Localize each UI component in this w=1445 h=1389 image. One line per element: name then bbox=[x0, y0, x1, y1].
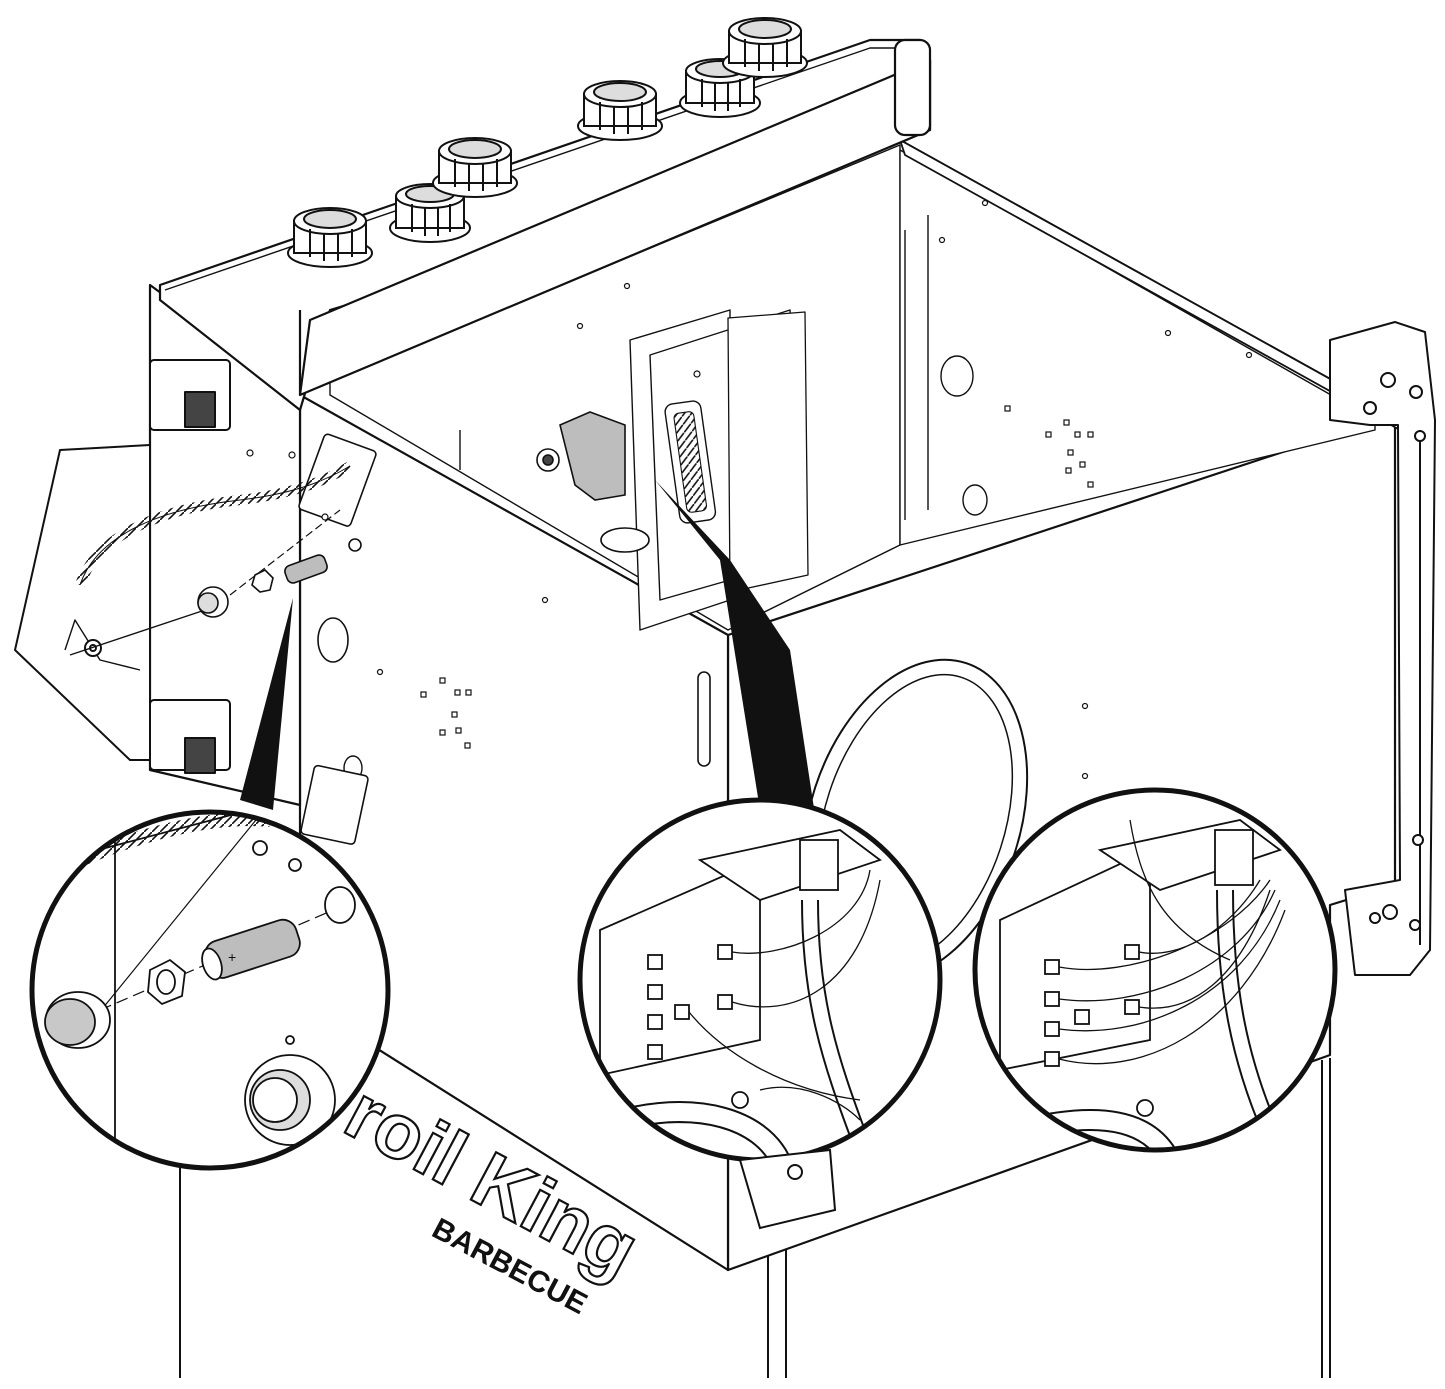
end-cap-bracket bbox=[1329, 321, 1436, 976]
electrode-wiring-after-detail bbox=[972, 787, 1338, 1153]
knob-1-icon bbox=[287, 207, 373, 268]
svg-text:+: + bbox=[228, 949, 236, 965]
knob-3-icon bbox=[432, 137, 518, 198]
control-knobs bbox=[287, 17, 808, 268]
firebox bbox=[148, 139, 1401, 1272]
igniter-knob-icon bbox=[244, 1054, 336, 1146]
igniter-button-icon bbox=[44, 991, 111, 1049]
aa-battery-icon: + bbox=[201, 918, 301, 981]
electrode-wiring-before-detail bbox=[577, 797, 943, 1163]
aa-battery-icon bbox=[284, 554, 328, 584]
battery-igniter-detail: + bbox=[29, 809, 391, 1171]
hex-nut-icon bbox=[147, 958, 186, 1006]
hex-nut-icon bbox=[251, 569, 274, 593]
knob-6-icon bbox=[722, 17, 808, 78]
spark-module-icon bbox=[1044, 944, 1140, 1067]
lower-bracket bbox=[738, 1148, 837, 1230]
igniter-button-icon bbox=[197, 586, 229, 618]
electrode-wire-icon bbox=[688, 869, 881, 1121]
callout-pointers bbox=[240, 480, 815, 815]
side-shelf-bracket bbox=[14, 359, 231, 774]
knob-2-icon bbox=[389, 183, 471, 243]
spark-module-icon bbox=[647, 944, 733, 1060]
knob-4-icon bbox=[577, 80, 663, 141]
igniter-assembly bbox=[69, 461, 362, 656]
electrode-wire-icon bbox=[1058, 819, 1286, 1065]
gas-valve bbox=[536, 411, 650, 553]
